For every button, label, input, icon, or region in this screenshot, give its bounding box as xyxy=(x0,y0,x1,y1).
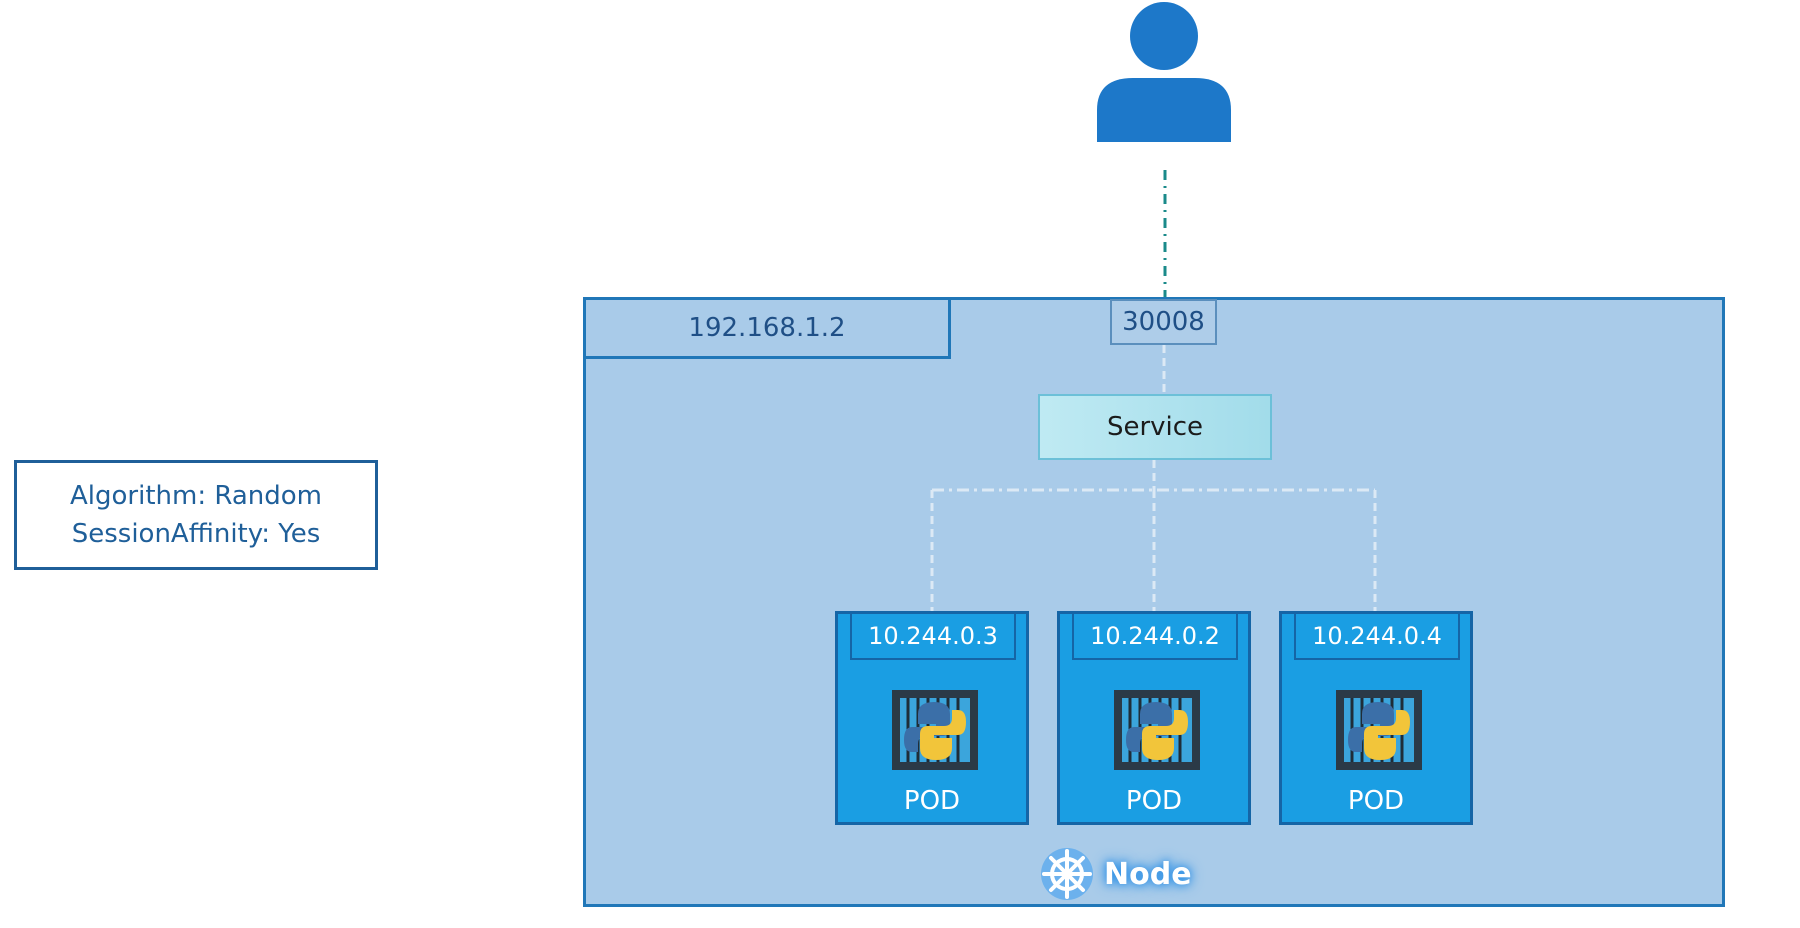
kubernetes-helm-icon xyxy=(1041,848,1093,900)
pod-3: 10.244.0.4 POD xyxy=(1279,611,1473,825)
pod-2: 10.244.0.2 POD xyxy=(1057,611,1251,825)
pod-label: POD xyxy=(1347,786,1405,816)
python-container-icon xyxy=(1336,690,1422,770)
algorithm-text: Algorithm: Random xyxy=(69,481,322,511)
node-port-label: 30008 xyxy=(1110,299,1217,345)
python-container-icon xyxy=(892,690,978,770)
session-affinity-text: SessionAffinity: Yes xyxy=(71,519,321,549)
pod-ip-label: 10.244.0.3 xyxy=(850,614,1016,660)
pod-label: POD xyxy=(903,786,961,816)
node-label-group: Node xyxy=(1040,846,1192,902)
pod-ip-label: 10.244.0.4 xyxy=(1294,614,1460,660)
service-box: Service xyxy=(1038,394,1272,460)
pod-ip-label: 10.244.0.2 xyxy=(1072,614,1238,660)
load-balancing-info-box: Algorithm: Random SessionAffinity: Yes xyxy=(14,460,378,570)
python-container-icon xyxy=(1114,690,1200,770)
user-icon xyxy=(1097,2,1231,142)
pod-1: 10.244.0.3 POD xyxy=(835,611,1029,825)
pod-label: POD xyxy=(1125,786,1183,816)
node-label: Node xyxy=(1104,856,1192,892)
node-ip-label: 192.168.1.2 xyxy=(583,297,951,359)
